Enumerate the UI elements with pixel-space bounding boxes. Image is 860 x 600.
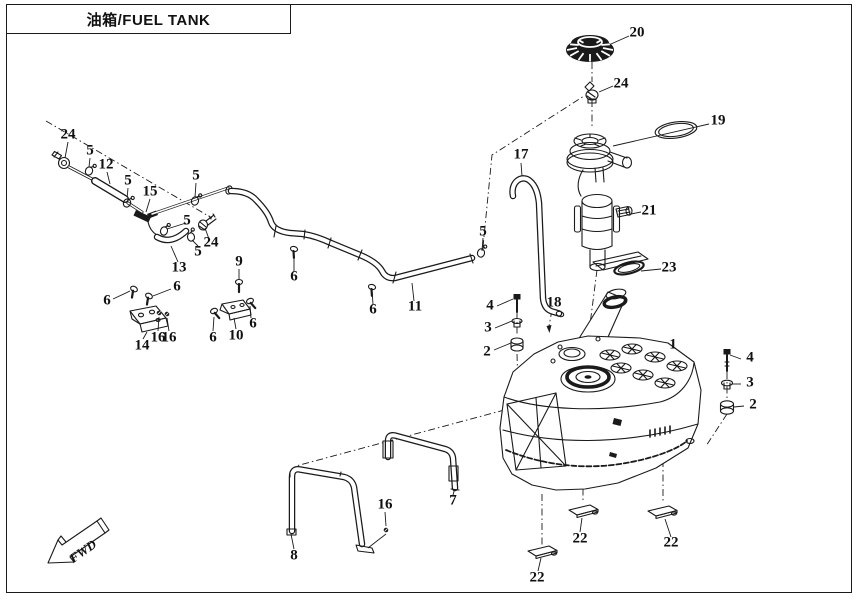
part-7-strap: [382, 432, 460, 492]
part-19-gasket-ring: [654, 121, 698, 139]
page-border: [6, 4, 852, 593]
fastener-set-left: [510, 294, 524, 352]
fuel-pump-assembly: [566, 133, 649, 272]
title-box: 油箱/FUEL TANK: [6, 4, 291, 34]
part-20-fuel-cap: [566, 35, 614, 62]
part-21-fitting: [615, 205, 633, 218]
fuel-line-assembly: [51, 150, 233, 244]
bracket-group: [125, 278, 258, 333]
part-24-breather-fitting: [584, 81, 599, 104]
part-17-breather-pipe: [509, 175, 565, 318]
part-24-eye-fitting: [51, 150, 71, 170]
part-24-hex-fitting: [197, 213, 217, 231]
fastener-set-right: [719, 349, 735, 415]
part-1-fuel-tank: [499, 335, 702, 491]
part-11-fuel-hose: [227, 187, 488, 298]
filler-neck: [577, 288, 628, 347]
part-23-neck-ring: [613, 260, 645, 276]
part-10-bracket: [219, 299, 252, 321]
page-title: 油箱/FUEL TANK: [86, 11, 211, 29]
part-9-bolt: [234, 278, 244, 294]
part-14-bracket: [129, 305, 169, 333]
part-22-pads: [527, 504, 678, 560]
part-8-strap: [286, 466, 375, 554]
